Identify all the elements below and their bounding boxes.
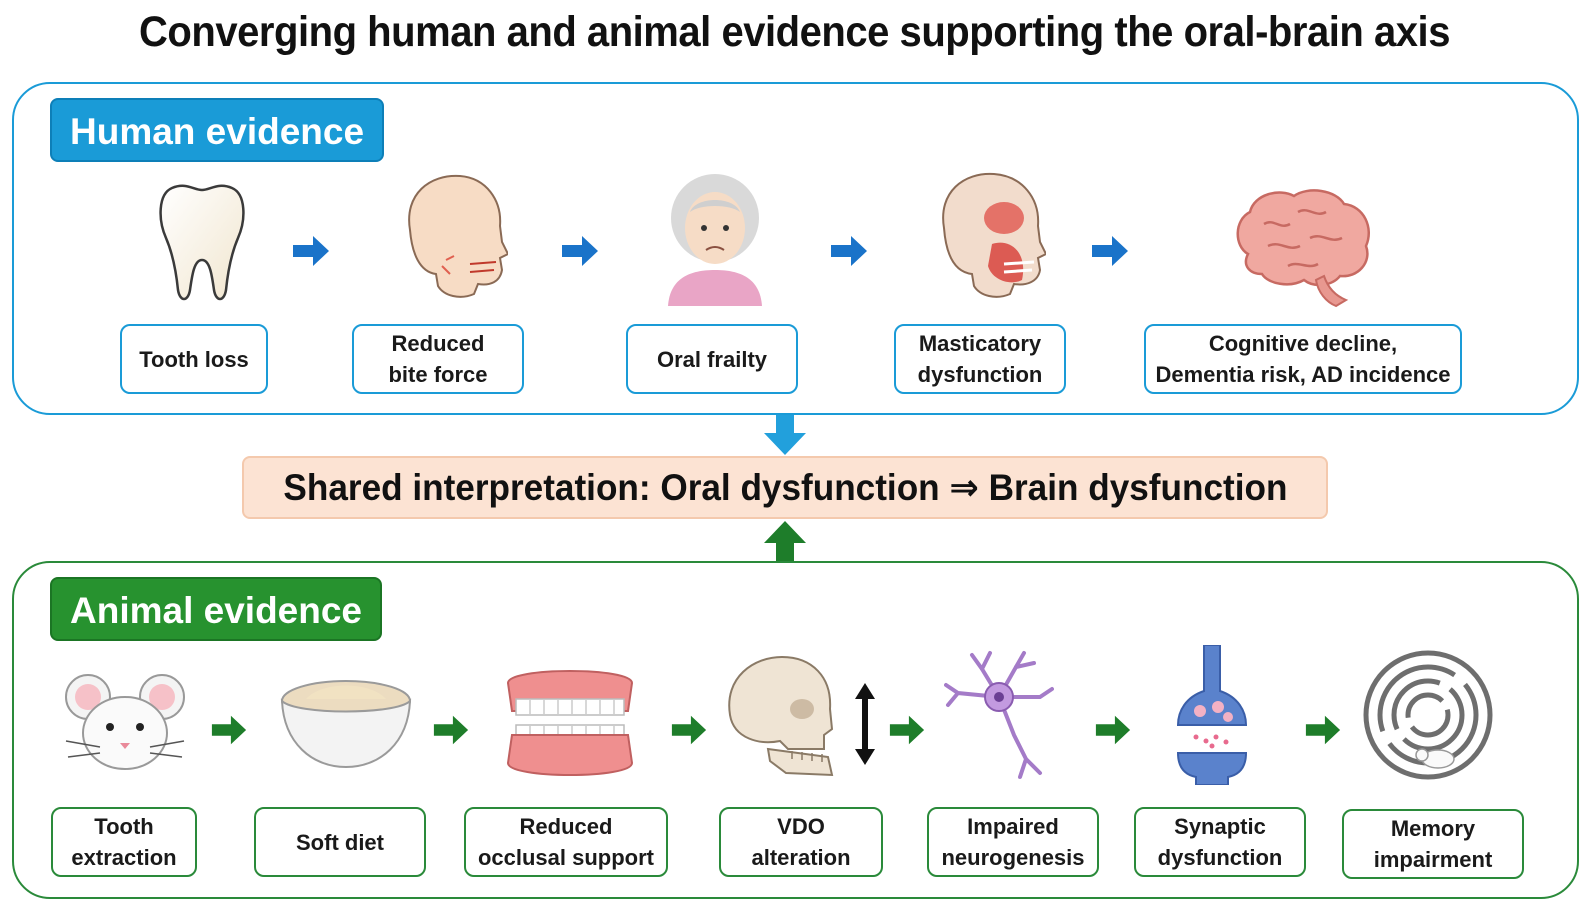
animal-evidence-label: Animal evidence	[50, 577, 383, 641]
vertical-double-arrow-icon	[855, 683, 875, 765]
flow-arrow-icon	[1095, 715, 1131, 745]
flow-arrow-icon	[211, 715, 247, 745]
human-node-tooth-loss: Tooth loss	[120, 324, 268, 394]
flow-arrow-icon	[433, 715, 469, 745]
animal-node-soft-diet: Soft diet	[254, 807, 426, 877]
bowl-icon	[280, 680, 412, 769]
down-arrow-icon	[764, 415, 806, 455]
elderly-woman-icon	[668, 174, 762, 306]
animal-node-vdo-alteration: VDO alteration	[719, 807, 883, 877]
shared-interpretation-text: Shared interpretation: Oral dysfunction …	[282, 467, 1288, 508]
flow-arrow-icon	[293, 236, 329, 266]
flow-arrow-icon	[1092, 236, 1128, 266]
maze-icon	[1363, 650, 1493, 780]
diagram-title: Converging human and animal evidence sup…	[139, 8, 1450, 56]
animal-node-impaired-neurogenesis: Impaired neurogenesis	[927, 807, 1099, 877]
mouse-icon	[65, 674, 185, 770]
flow-arrow-icon	[562, 236, 598, 266]
tooth-icon	[159, 184, 245, 301]
human-node-masticatory-dysfunction: Masticatory dysfunction	[894, 324, 1066, 394]
skull-icon	[728, 655, 834, 777]
flow-arrow-icon	[831, 236, 867, 266]
flow-arrow-icon	[671, 715, 707, 745]
brain-icon	[1236, 189, 1370, 308]
flow-arrow-icon	[889, 715, 925, 745]
animal-node-tooth-extraction: Tooth extraction	[51, 807, 197, 877]
head-profile-icon	[408, 174, 508, 298]
human-evidence-panel: Human evidence Tooth loss Reduced bite f…	[12, 82, 1579, 415]
human-node-reduced-bite-force: Reduced bite force	[352, 324, 524, 394]
human-evidence-label: Human evidence	[50, 98, 385, 162]
animal-node-reduced-occlusal-support: Reduced occlusal support	[464, 807, 668, 877]
flow-arrow-icon	[1305, 715, 1341, 745]
jaw-muscle-icon	[942, 172, 1046, 298]
neuron-icon	[944, 651, 1054, 779]
human-node-cognitive-decline: Cognitive decline, Dementia risk, AD inc…	[1144, 324, 1462, 394]
shared-interpretation-box: Shared interpretation: Oral dysfunction …	[242, 456, 1328, 519]
human-node-oral-frailty: Oral frailty	[626, 324, 798, 394]
synapse-icon	[1176, 645, 1248, 785]
animal-node-synaptic-dysfunction: Synaptic dysfunction	[1134, 807, 1306, 877]
up-arrow-icon	[764, 521, 806, 561]
dentures-icon	[506, 670, 634, 776]
animal-node-memory-impairment: Memory impairment	[1342, 809, 1524, 879]
animal-evidence-panel: Animal evidence Tooth extraction Soft di…	[12, 561, 1579, 899]
